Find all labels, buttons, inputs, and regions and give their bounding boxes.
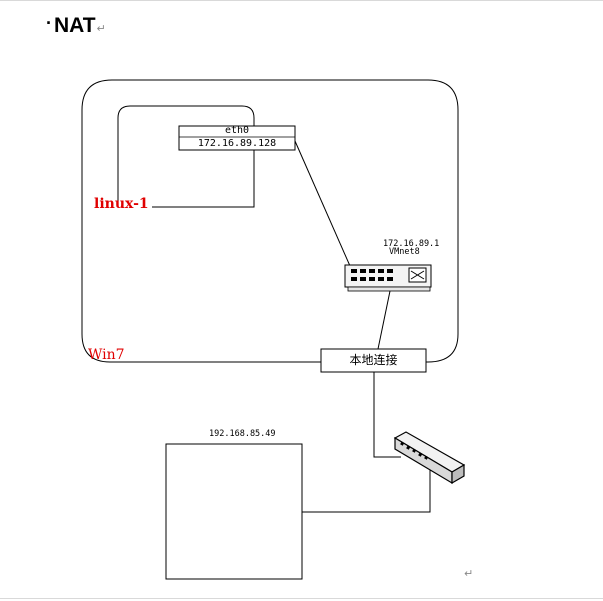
remote-host-ip: 192.168.85.49 <box>209 429 276 439</box>
host-label: Win7 <box>88 347 125 363</box>
link-eth0-vmnet8 <box>294 140 351 267</box>
vm-label: linux-1 <box>94 196 149 212</box>
eth0-ip: 172.16.89.128 <box>197 138 277 149</box>
link-physical-switch-remote <box>302 470 431 513</box>
link-local-physical-switch <box>373 372 401 458</box>
host-boundary <box>81 79 459 363</box>
remote-host-box <box>165 443 303 580</box>
page-bottom-border <box>0 598 603 599</box>
heading-bullet: · <box>46 13 52 33</box>
vmnet8-switch-icon <box>344 264 432 292</box>
vmnet8-ip: 172.16.89.1 <box>383 239 440 249</box>
paragraph-end-mark: ↵ <box>464 567 474 580</box>
vm-boundary <box>117 105 255 204</box>
section-heading: ·NAT↵ <box>46 13 106 38</box>
physical-switch-icon <box>393 431 466 485</box>
eth0-box <box>178 125 296 151</box>
link-vmnet8-local <box>377 290 391 350</box>
heading-text: NAT <box>54 14 96 37</box>
paragraph-return-mark: ↵ <box>96 23 106 35</box>
eth0-name: eth0 <box>224 125 250 136</box>
vm-boundary-lower <box>152 150 255 208</box>
page-top-border <box>0 0 603 1</box>
local-connection-label: 本地连接 <box>349 353 398 367</box>
vmnet8-name: VMnet8 <box>389 247 420 257</box>
